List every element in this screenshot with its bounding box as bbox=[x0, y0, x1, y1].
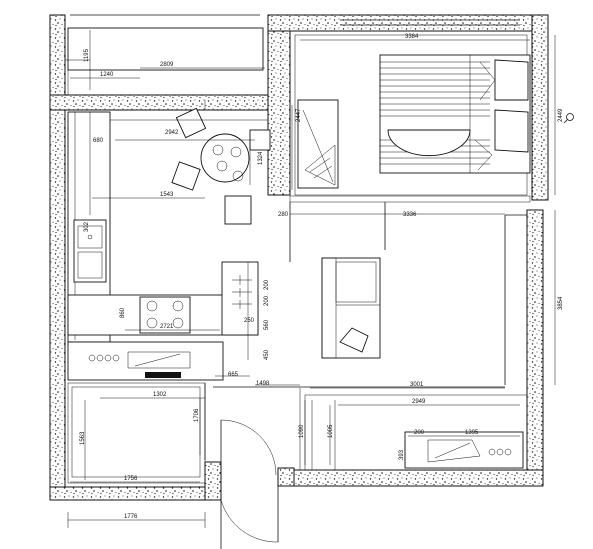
bed-stripes bbox=[380, 61, 490, 165]
wall-bedroom-left bbox=[267, 14, 291, 196]
dim-665: 665 bbox=[228, 372, 239, 378]
dim-1776: 1776 bbox=[124, 514, 138, 520]
dim-1563: 1563 bbox=[80, 431, 86, 445]
dimension-lines bbox=[65, 30, 556, 528]
wardrobe bbox=[297, 99, 339, 189]
dim-680: 680 bbox=[93, 138, 104, 144]
chair-3 bbox=[171, 161, 201, 191]
wall-bottom-right bbox=[289, 469, 544, 487]
living-room bbox=[213, 202, 527, 470]
wall-bottom-left bbox=[49, 486, 206, 501]
dim-450: 450 bbox=[264, 349, 270, 360]
wall-kitchen-top bbox=[49, 94, 269, 111]
dining-table bbox=[200, 133, 250, 183]
dim-280: 280 bbox=[278, 212, 289, 218]
dim-1324: 1324 bbox=[258, 151, 264, 165]
dim-2949: 2949 bbox=[412, 399, 426, 405]
dim-200b: 200 bbox=[264, 295, 270, 306]
bath bbox=[67, 382, 279, 549]
walls bbox=[49, 14, 549, 501]
wall-door-right-jamb bbox=[277, 467, 295, 487]
stove bbox=[139, 296, 191, 334]
dim-2447: 2447 bbox=[296, 108, 302, 122]
chair-4 bbox=[224, 195, 252, 225]
dim-200a: 200 bbox=[264, 279, 270, 290]
chair-1 bbox=[175, 107, 207, 139]
dim-302: 302 bbox=[84, 221, 90, 232]
upper-cabinet bbox=[67, 27, 264, 71]
dim-1195: 1195 bbox=[84, 48, 90, 62]
bedroom bbox=[294, 34, 531, 196]
wall-right-lower bbox=[526, 209, 544, 487]
lower-right-unit bbox=[304, 394, 528, 471]
dim-3854: 3854 bbox=[558, 296, 564, 310]
dim-2942: 2942 bbox=[165, 130, 179, 136]
dim-560: 560 bbox=[264, 319, 270, 330]
magnifier-icon[interactable] bbox=[563, 113, 574, 124]
dim-393: 393 bbox=[399, 449, 405, 460]
dim-1543: 1543 bbox=[160, 192, 174, 198]
cushion bbox=[339, 327, 369, 353]
dim-1005: 1005 bbox=[328, 424, 334, 438]
dim-1240: 1240 bbox=[100, 72, 114, 78]
pillow-2 bbox=[494, 109, 529, 153]
dim-1090: 1090 bbox=[299, 424, 305, 438]
dimension-labels: 1195 1240 2809 3384 2447 2449 2942 680 1… bbox=[80, 34, 564, 520]
dim-1498: 1498 bbox=[256, 381, 270, 387]
partition-bedroom-bottom bbox=[289, 195, 531, 203]
dim-3336: 3336 bbox=[403, 212, 417, 218]
dim-200c: 200 bbox=[414, 430, 425, 436]
bathtub bbox=[404, 431, 524, 469]
dim-2449: 2449 bbox=[558, 108, 564, 122]
dim-1395: 1395 bbox=[465, 430, 479, 436]
wall-left bbox=[49, 14, 66, 499]
pillow-1 bbox=[494, 59, 529, 101]
dim-1302: 1302 bbox=[153, 392, 167, 398]
wall-right-upper bbox=[531, 14, 549, 201]
wall-bath-door-jamb bbox=[204, 461, 222, 501]
kitchen bbox=[67, 27, 271, 381]
dim-3384: 3384 bbox=[405, 34, 419, 40]
dim-2721: 2721 bbox=[160, 324, 174, 330]
dim-860: 860 bbox=[120, 307, 126, 318]
dim-1756: 1756 bbox=[124, 476, 138, 482]
dim-250: 250 bbox=[244, 318, 255, 324]
dim-1706: 1706 bbox=[194, 408, 200, 422]
dim-3001: 3001 bbox=[410, 382, 424, 388]
door-swing bbox=[220, 419, 277, 476]
dim-2809: 2809 bbox=[160, 62, 174, 68]
sink bbox=[73, 219, 107, 283]
tall-cabinet bbox=[221, 261, 259, 336]
wall-bedroom-top bbox=[267, 14, 549, 32]
